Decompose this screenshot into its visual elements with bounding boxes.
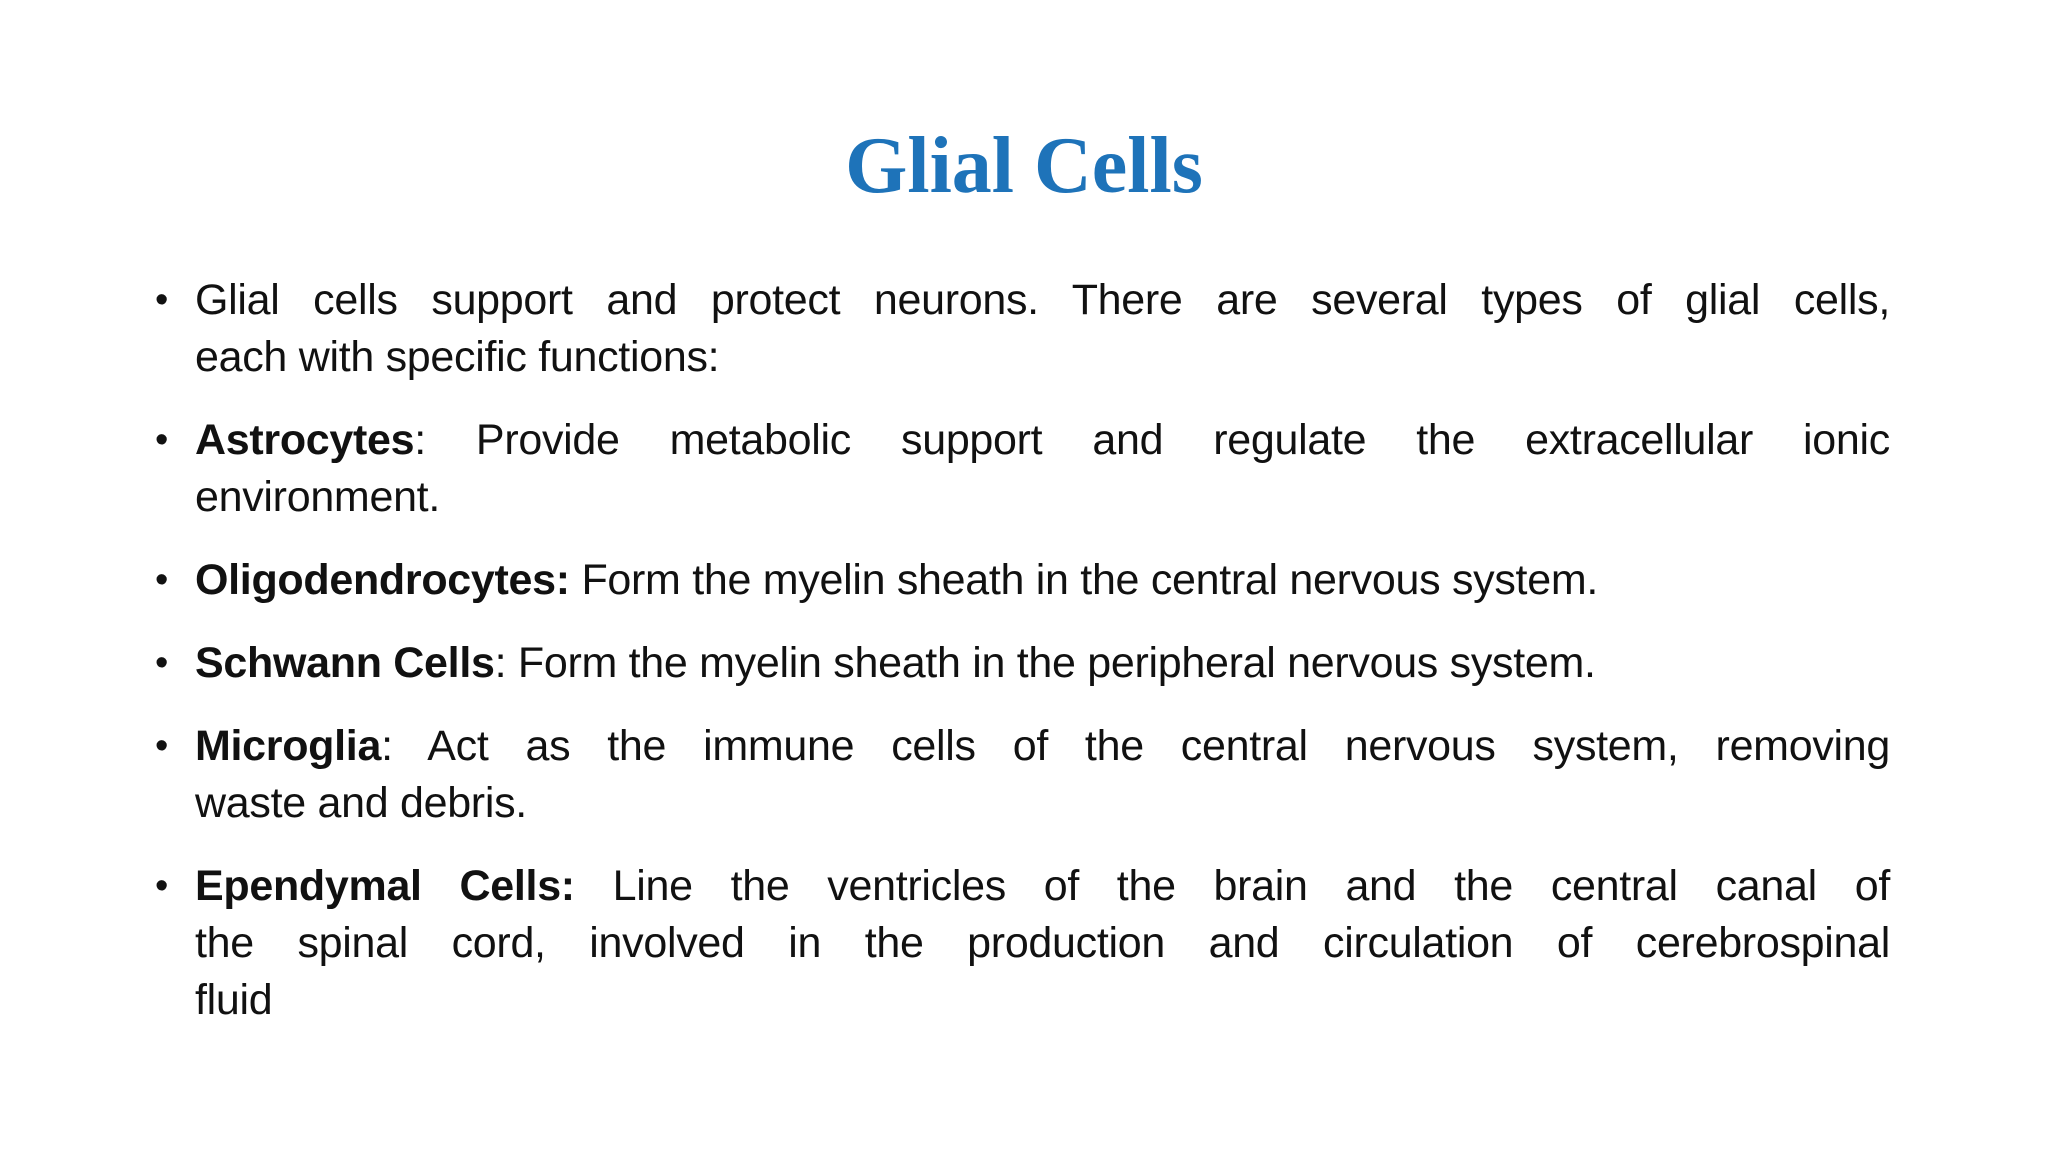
bullet-icon: • (155, 865, 169, 907)
bullet-term: Oligodendrocytes: (195, 556, 570, 604)
bullet-item: • Glial cells support and protect neurons… (155, 272, 1890, 386)
bullet-line: Schwann Cells: Form the myelin sheath in… (195, 639, 1596, 687)
bullet-item: • Astrocytes: Provide metabolic support a… (155, 412, 1890, 526)
bullet-term: Astrocytes (195, 416, 415, 464)
bullet-icon: • (155, 559, 169, 601)
bullet-line: Microglia: Act as the immune cells of th… (195, 722, 1890, 770)
bullet-line: waste and debris. (195, 779, 527, 827)
bullet-term: Microglia (195, 722, 382, 770)
bullet-icon: • (155, 279, 169, 321)
bullet-line: the spinal cord, involved in the product… (195, 919, 1890, 967)
bullet-term: Schwann Cells (195, 639, 495, 687)
bullet-icon: • (155, 419, 169, 461)
bullet-line: Ependymal Cells: Line the ventricles of … (195, 862, 1890, 910)
bullet-line: Oligodendrocytes: Form the myelin sheath… (195, 556, 1598, 604)
bullet-line: Astrocytes: Provide metabolic support an… (195, 416, 1890, 464)
bullet-icon: • (155, 642, 169, 684)
slide-title: Glial Cells (845, 122, 1203, 210)
bullet-item: • Ependymal Cells: Line the ventricles of… (155, 858, 1890, 1029)
bullet-list: • Glial cells support and protect neurons… (0, 272, 2048, 1029)
bullet-line: environment. (195, 473, 440, 521)
bullet-line: Glial cells support and protect neurons.… (195, 276, 1890, 324)
bullet-term: Ependymal Cells: (195, 862, 575, 910)
bullet-line: each with specific functions: (195, 333, 720, 381)
bullet-icon: • (155, 725, 169, 767)
bullet-line: fluid (195, 976, 273, 1024)
bullet-item: • Microglia: Act as the immune cells of t… (155, 718, 1890, 832)
bullet-item: • Schwann Cells: Form the myelin sheath i… (155, 635, 1890, 692)
bullet-item: • Oligodendrocytes: Form the myelin sheat… (155, 552, 1890, 609)
